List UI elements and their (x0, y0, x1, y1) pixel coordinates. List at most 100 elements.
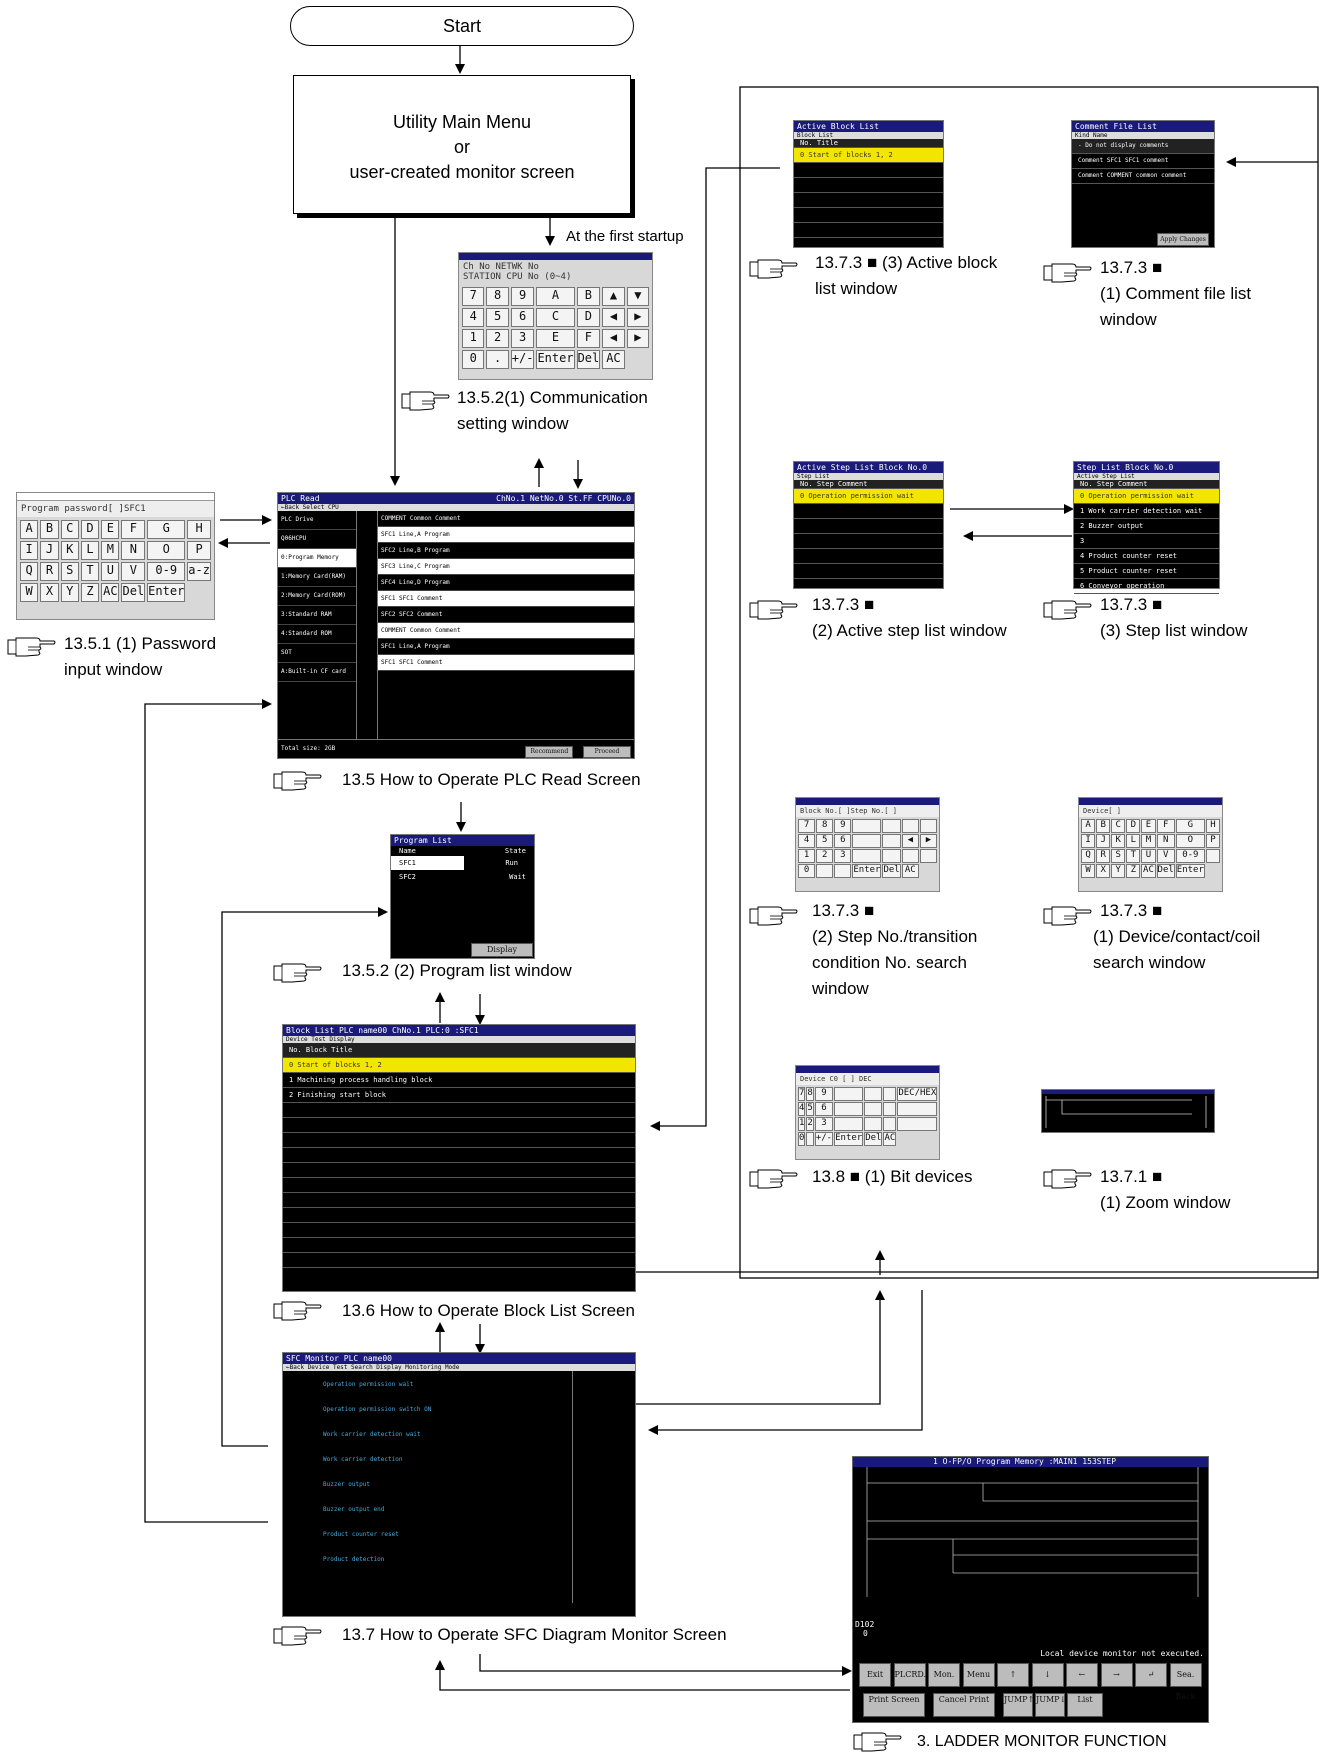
keypad-key[interactable]: 5 (816, 834, 834, 848)
keypad-key[interactable] (882, 819, 901, 833)
drive-item[interactable]: 3:Standard RAM (278, 606, 356, 625)
keypad-key[interactable]: G (147, 520, 186, 539)
keypad-key[interactable]: Q (1081, 849, 1096, 863)
keypad-key[interactable]: 1 (798, 849, 816, 863)
block-row[interactable] (283, 1133, 635, 1148)
block-row[interactable] (283, 1208, 635, 1223)
keypad-key[interactable]: ▲ (602, 287, 625, 306)
keypad-key[interactable]: ▼ (626, 287, 649, 306)
keypad-key[interactable]: 0 (462, 350, 485, 369)
keypad-key[interactable]: 4 (798, 834, 816, 848)
sfc-monitor-menu[interactable]: ←Back Device Test Search Display Monitor… (283, 1364, 635, 1371)
step-row[interactable]: 5 Product counter reset (1074, 564, 1219, 579)
sfc-step-comment[interactable]: Buzzer output (323, 1481, 370, 1488)
keypad-key[interactable]: R (40, 562, 59, 581)
keypad-key[interactable]: Del (576, 350, 601, 369)
keypad-key[interactable]: O (147, 541, 186, 560)
keypad-key[interactable]: J (1096, 834, 1111, 848)
keypad-key[interactable]: Enter (536, 350, 575, 369)
keypad-key[interactable]: U (101, 562, 120, 581)
keypad-key[interactable] (806, 1132, 814, 1146)
keypad-key[interactable]: DEC/HEX (897, 1087, 938, 1101)
keypad-key[interactable]: A (536, 287, 575, 306)
keypad-key[interactable]: . (486, 350, 509, 369)
keypad-key[interactable]: 6 (814, 1102, 834, 1116)
keypad-key[interactable]: T (1126, 849, 1141, 863)
block-row[interactable] (283, 1253, 635, 1268)
keypad-key[interactable]: ◀ (901, 834, 919, 848)
keypad-key[interactable]: 1 (798, 1117, 806, 1131)
display-button[interactable]: Display (471, 943, 533, 957)
plc-read-menu[interactable]: ←Back Select CPU (278, 504, 634, 511)
keypad-key[interactable]: D (576, 308, 601, 327)
keypad-key[interactable]: B (576, 287, 601, 306)
ladder-button[interactable]: ↵ (1135, 1663, 1167, 1687)
sfc-step-comment[interactable]: Operation permission switch ON (323, 1406, 432, 1413)
keypad-key[interactable] (834, 864, 852, 878)
keypad-key[interactable] (882, 834, 901, 848)
file-row[interactable]: SFC1 Line,A Program (378, 527, 634, 543)
active-block-selected-row[interactable]: 0 Start of blocks 1, 2 (794, 148, 943, 163)
keypad-key[interactable]: O (1175, 834, 1205, 848)
keypad-key[interactable]: X (40, 583, 59, 602)
file-row[interactable]: SFC1 SFC1 Comment (378, 655, 634, 671)
keypad-key[interactable]: Del (864, 1132, 883, 1146)
keypad-key[interactable]: 9 (510, 287, 535, 306)
block-row[interactable]: 0 Start of blocks 1, 2 (283, 1058, 635, 1073)
active-step-selected-row[interactable]: 0 Operation permission wait (794, 489, 943, 504)
keypad-key[interactable]: 1 (462, 329, 485, 348)
keypad-key[interactable] (864, 1117, 883, 1131)
comment-file-row[interactable]: - Do not display comments (1072, 139, 1214, 154)
keypad-key[interactable]: I (1081, 834, 1096, 848)
step-row[interactable]: 0 Operation permission wait (1074, 489, 1219, 504)
keypad-key[interactable]: T (80, 562, 100, 581)
keypad-key[interactable]: P (1205, 834, 1220, 848)
sfc-step-comment[interactable]: Operation permission wait (323, 1381, 414, 1388)
block-row[interactable] (283, 1193, 635, 1208)
keypad-key[interactable]: 7 (798, 819, 816, 833)
zoom-window[interactable] (1041, 1089, 1215, 1133)
ladder-button[interactable]: Mon. (928, 1663, 960, 1687)
ladder-button[interactable]: → (1100, 1663, 1133, 1687)
block-row[interactable] (283, 1103, 635, 1118)
keypad-key[interactable]: ▶ (919, 834, 937, 848)
keypad-key[interactable]: P (187, 541, 211, 560)
keypad-key[interactable]: AC (1141, 864, 1156, 878)
file-row[interactable]: SFC2 Line,B Program (378, 543, 634, 559)
keypad-key[interactable]: 8 (486, 287, 509, 306)
keypad-key[interactable]: 4 (462, 308, 485, 327)
keypad-key[interactable]: F (121, 520, 146, 539)
file-row[interactable]: SFC2 SFC2 Comment (378, 607, 634, 623)
keypad-key[interactable]: 0 (798, 1132, 806, 1146)
ladder-button[interactable]: Cancel Print (933, 1693, 995, 1717)
keypad-key[interactable]: 3 (510, 329, 535, 348)
step-row[interactable]: 2 Buzzer output (1074, 519, 1219, 534)
keypad-key[interactable]: S (60, 562, 79, 581)
keypad-key[interactable]: Enter (147, 583, 186, 602)
keypad-key[interactable]: Del (1156, 864, 1175, 878)
keypad-key[interactable] (919, 819, 937, 833)
ladder-button[interactable]: JUMP↓ (1035, 1693, 1066, 1717)
block-row[interactable]: 1 Machining process handling block (283, 1073, 635, 1088)
keypad-key[interactable]: N (121, 541, 146, 560)
keypad-key[interactable]: 7 (798, 1087, 806, 1101)
sfc-step-comment[interactable]: Buzzer output end (323, 1506, 385, 1513)
keypad-key[interactable] (864, 1087, 883, 1101)
keypad-key[interactable]: Enter (852, 864, 882, 878)
keypad-key[interactable]: B (1096, 819, 1111, 833)
keypad-key[interactable]: ▶ (626, 329, 649, 348)
keypad-key[interactable] (919, 849, 937, 863)
keypad-key[interactable]: 0 (798, 864, 816, 878)
keypad-key[interactable]: F (576, 329, 601, 348)
keypad-key[interactable]: L (80, 541, 100, 560)
drive-item[interactable]: 0:Program Memory (278, 549, 356, 568)
